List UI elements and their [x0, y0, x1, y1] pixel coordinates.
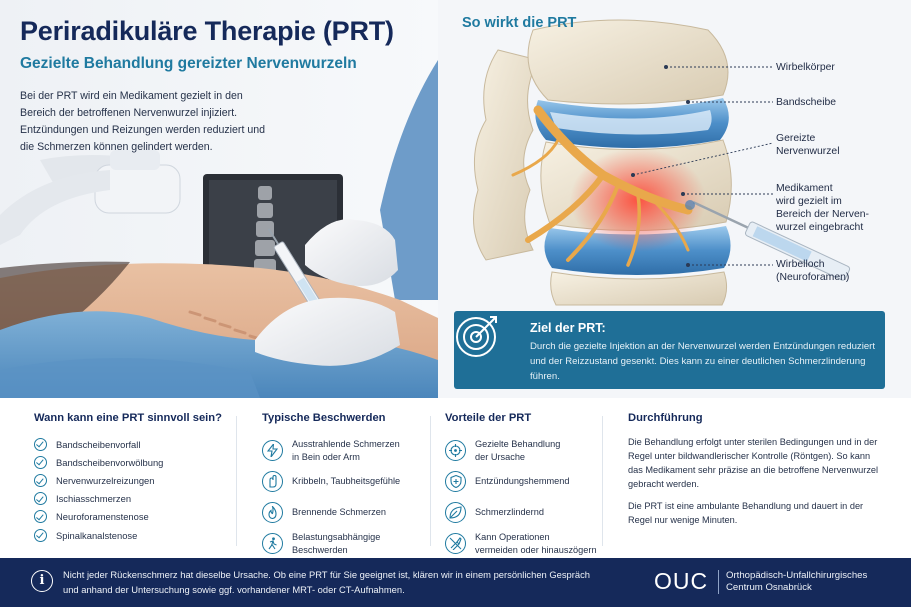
list-item: Belastungsabhängige Beschwerden — [262, 528, 400, 559]
no-surgery-icon — [445, 533, 466, 554]
goal-box: Ziel der PRT: Durch die gezielte Injekti… — [454, 311, 885, 389]
procedure-heading: Durchführung — [628, 412, 703, 424]
check-icon — [34, 473, 47, 487]
when-column: Wann kann eine PRT sinnvoll sein? Bandsc… — [34, 412, 222, 544]
list-item: Kribbeln, Taubheitsgefühle — [262, 466, 400, 497]
goal-text: Durch die gezielte Injektion an der Nerv… — [530, 341, 876, 382]
anatomy-section: So wirkt die PRT Wirbelkörper Bandscheib… — [438, 0, 911, 398]
check-icon — [34, 455, 47, 469]
label-foramen: Wirbelloch (Neuroforamen) — [776, 259, 850, 283]
page-title: Periradikuläre Therapie (PRT) — [20, 16, 394, 46]
info-columns: Wann kann eine PRT sinnvoll sein? Bandsc… — [0, 398, 911, 558]
activity-icon — [262, 533, 283, 554]
list-item: Gezielte Behandlung der Ursache — [445, 435, 597, 466]
target-icon — [456, 316, 497, 357]
label-disc: Bandscheibe — [776, 97, 837, 108]
tingling-hand-icon — [262, 471, 283, 492]
ouc-logo: OUC — [654, 568, 709, 594]
leaf-icon — [445, 502, 466, 523]
page-subtitle: Gezielte Behandlung gereizter Nervenwurz… — [20, 55, 357, 72]
list-item: Nervenwurzelreizungen — [34, 471, 222, 489]
check-icon — [34, 492, 47, 506]
list-item: Ausstrahlende Schmerzen in Bein oder Arm — [262, 435, 400, 466]
column-divider — [430, 416, 431, 546]
footer-note: Nicht jeder Rückenschmerz hat dieselbe U… — [63, 569, 590, 595]
list-item: Bandscheibenvorwölbung — [34, 453, 222, 471]
logo-divider — [718, 570, 719, 594]
check-icon — [34, 510, 47, 524]
list-item: Spinalkanalstenose — [34, 526, 222, 544]
crosshair-icon — [445, 440, 466, 461]
flame-icon — [262, 502, 283, 523]
label-nerve-root: Gereizte Nervenwurzel — [776, 133, 840, 157]
info-icon: i — [31, 570, 53, 592]
check-icon — [34, 437, 47, 451]
column-divider — [602, 416, 603, 546]
check-icon — [34, 528, 47, 542]
hero-section: Periradikuläre Therapie (PRT) Gezielte B… — [0, 0, 438, 398]
label-vertebral-body: Wirbelkörper — [776, 62, 835, 73]
procedure-column: Durchführung Die Behandlung erfolgt unte… — [628, 412, 880, 527]
footer: i Nicht jeder Rückenschmerz hat dieselbe… — [0, 558, 911, 607]
procedure-paragraph-1: Die Behandlung erfolgt unter sterilen Be… — [628, 437, 879, 489]
goal-title: Ziel der PRT: — [530, 321, 606, 335]
procedure-paragraph-2: Die PRT ist eine ambulante Behandlung un… — [628, 501, 864, 525]
list-item: Kann Operationen vermeiden oder hinauszö… — [445, 528, 597, 559]
label-medication: Medikament wird gezielt im Bereich der N… — [776, 183, 869, 233]
anatomy-title: So wirkt die PRT — [462, 15, 577, 31]
lightning-icon — [262, 440, 283, 461]
organization-name: Orthopädisch-Unfallchirurgisches Centrum… — [726, 570, 868, 593]
when-heading: Wann kann eine PRT sinnvoll sein? — [34, 412, 222, 424]
list-item: Schmerzlindernd — [445, 497, 597, 528]
list-item: Bandscheibenvorfall — [34, 435, 222, 453]
list-item: Brennende Schmerzen — [262, 497, 400, 528]
column-divider — [236, 416, 237, 546]
spine-anatomy-illustration — [473, 19, 851, 306]
list-item: Neuroforamenstenose — [34, 508, 222, 526]
intro-text: Bei der PRT wird ein Medikament gezielt … — [20, 90, 266, 153]
complaints-heading: Typische Beschwerden — [262, 412, 386, 424]
complaints-column: Typische Beschwerden Ausstrahlende Schme… — [262, 412, 400, 559]
benefits-column: Vorteile der PRT Gezielte Behandlung der… — [445, 412, 597, 559]
list-item: Entzündungshemmend — [445, 466, 597, 497]
benefits-heading: Vorteile der PRT — [445, 412, 532, 424]
treatment-photo-illustration — [0, 0, 438, 398]
shield-icon — [445, 471, 466, 492]
list-item: Ischiasschmerzen — [34, 490, 222, 508]
